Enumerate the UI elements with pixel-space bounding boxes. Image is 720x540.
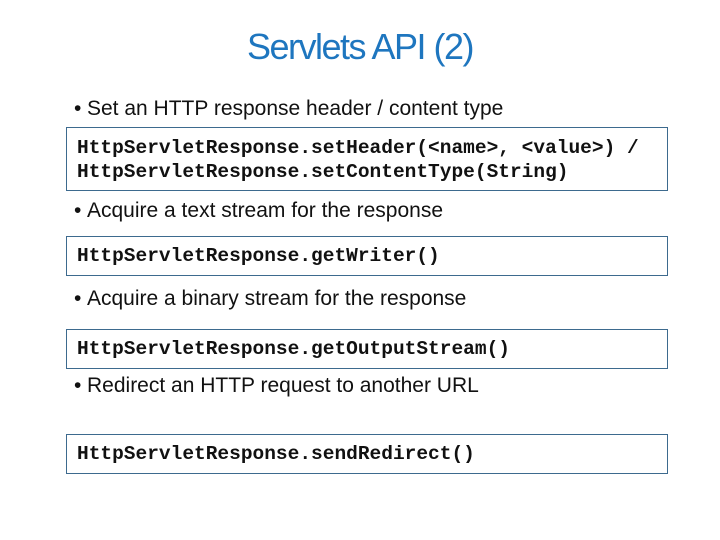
- code-box: HttpServletResponse.sendRedirect(): [66, 434, 668, 474]
- bullet-icon: •: [74, 287, 82, 310]
- code-box: HttpServletResponse.getOutputStream(): [66, 329, 668, 369]
- bullet-text: Redirect an HTTP request to another URL: [87, 374, 479, 397]
- bullet-text: Acquire a binary stream for the response: [87, 287, 467, 310]
- code-line: HttpServletResponse.getOutputStream(): [77, 338, 510, 360]
- bullet-item: •Redirect an HTTP request to another URL: [74, 374, 479, 398]
- bullet-text: Set an HTTP response header / content ty…: [87, 97, 504, 120]
- code-line: HttpServletResponse.sendRedirect(): [77, 443, 475, 465]
- bullet-icon: •: [74, 97, 82, 120]
- code-line: HttpServletResponse.setContentType(Strin…: [77, 161, 569, 183]
- bullet-icon: •: [74, 199, 82, 222]
- bullet-text: Acquire a text stream for the response: [87, 199, 444, 222]
- bullet-icon: •: [74, 374, 82, 397]
- code-box: HttpServletResponse.getWriter(): [66, 236, 668, 276]
- code-line: HttpServletResponse.setHeader(<name>, <v…: [77, 137, 639, 159]
- bullet-item: •Acquire a binary stream for the respons…: [74, 287, 466, 311]
- bullet-item: •Acquire a text stream for the response: [74, 199, 443, 223]
- slide-title: Servlets API (2): [246, 26, 475, 67]
- bullet-item: •Set an HTTP response header / content t…: [74, 97, 503, 121]
- code-line: HttpServletResponse.getWriter(): [77, 245, 440, 267]
- code-box: HttpServletResponse.setHeader(<name>, <v…: [66, 127, 668, 191]
